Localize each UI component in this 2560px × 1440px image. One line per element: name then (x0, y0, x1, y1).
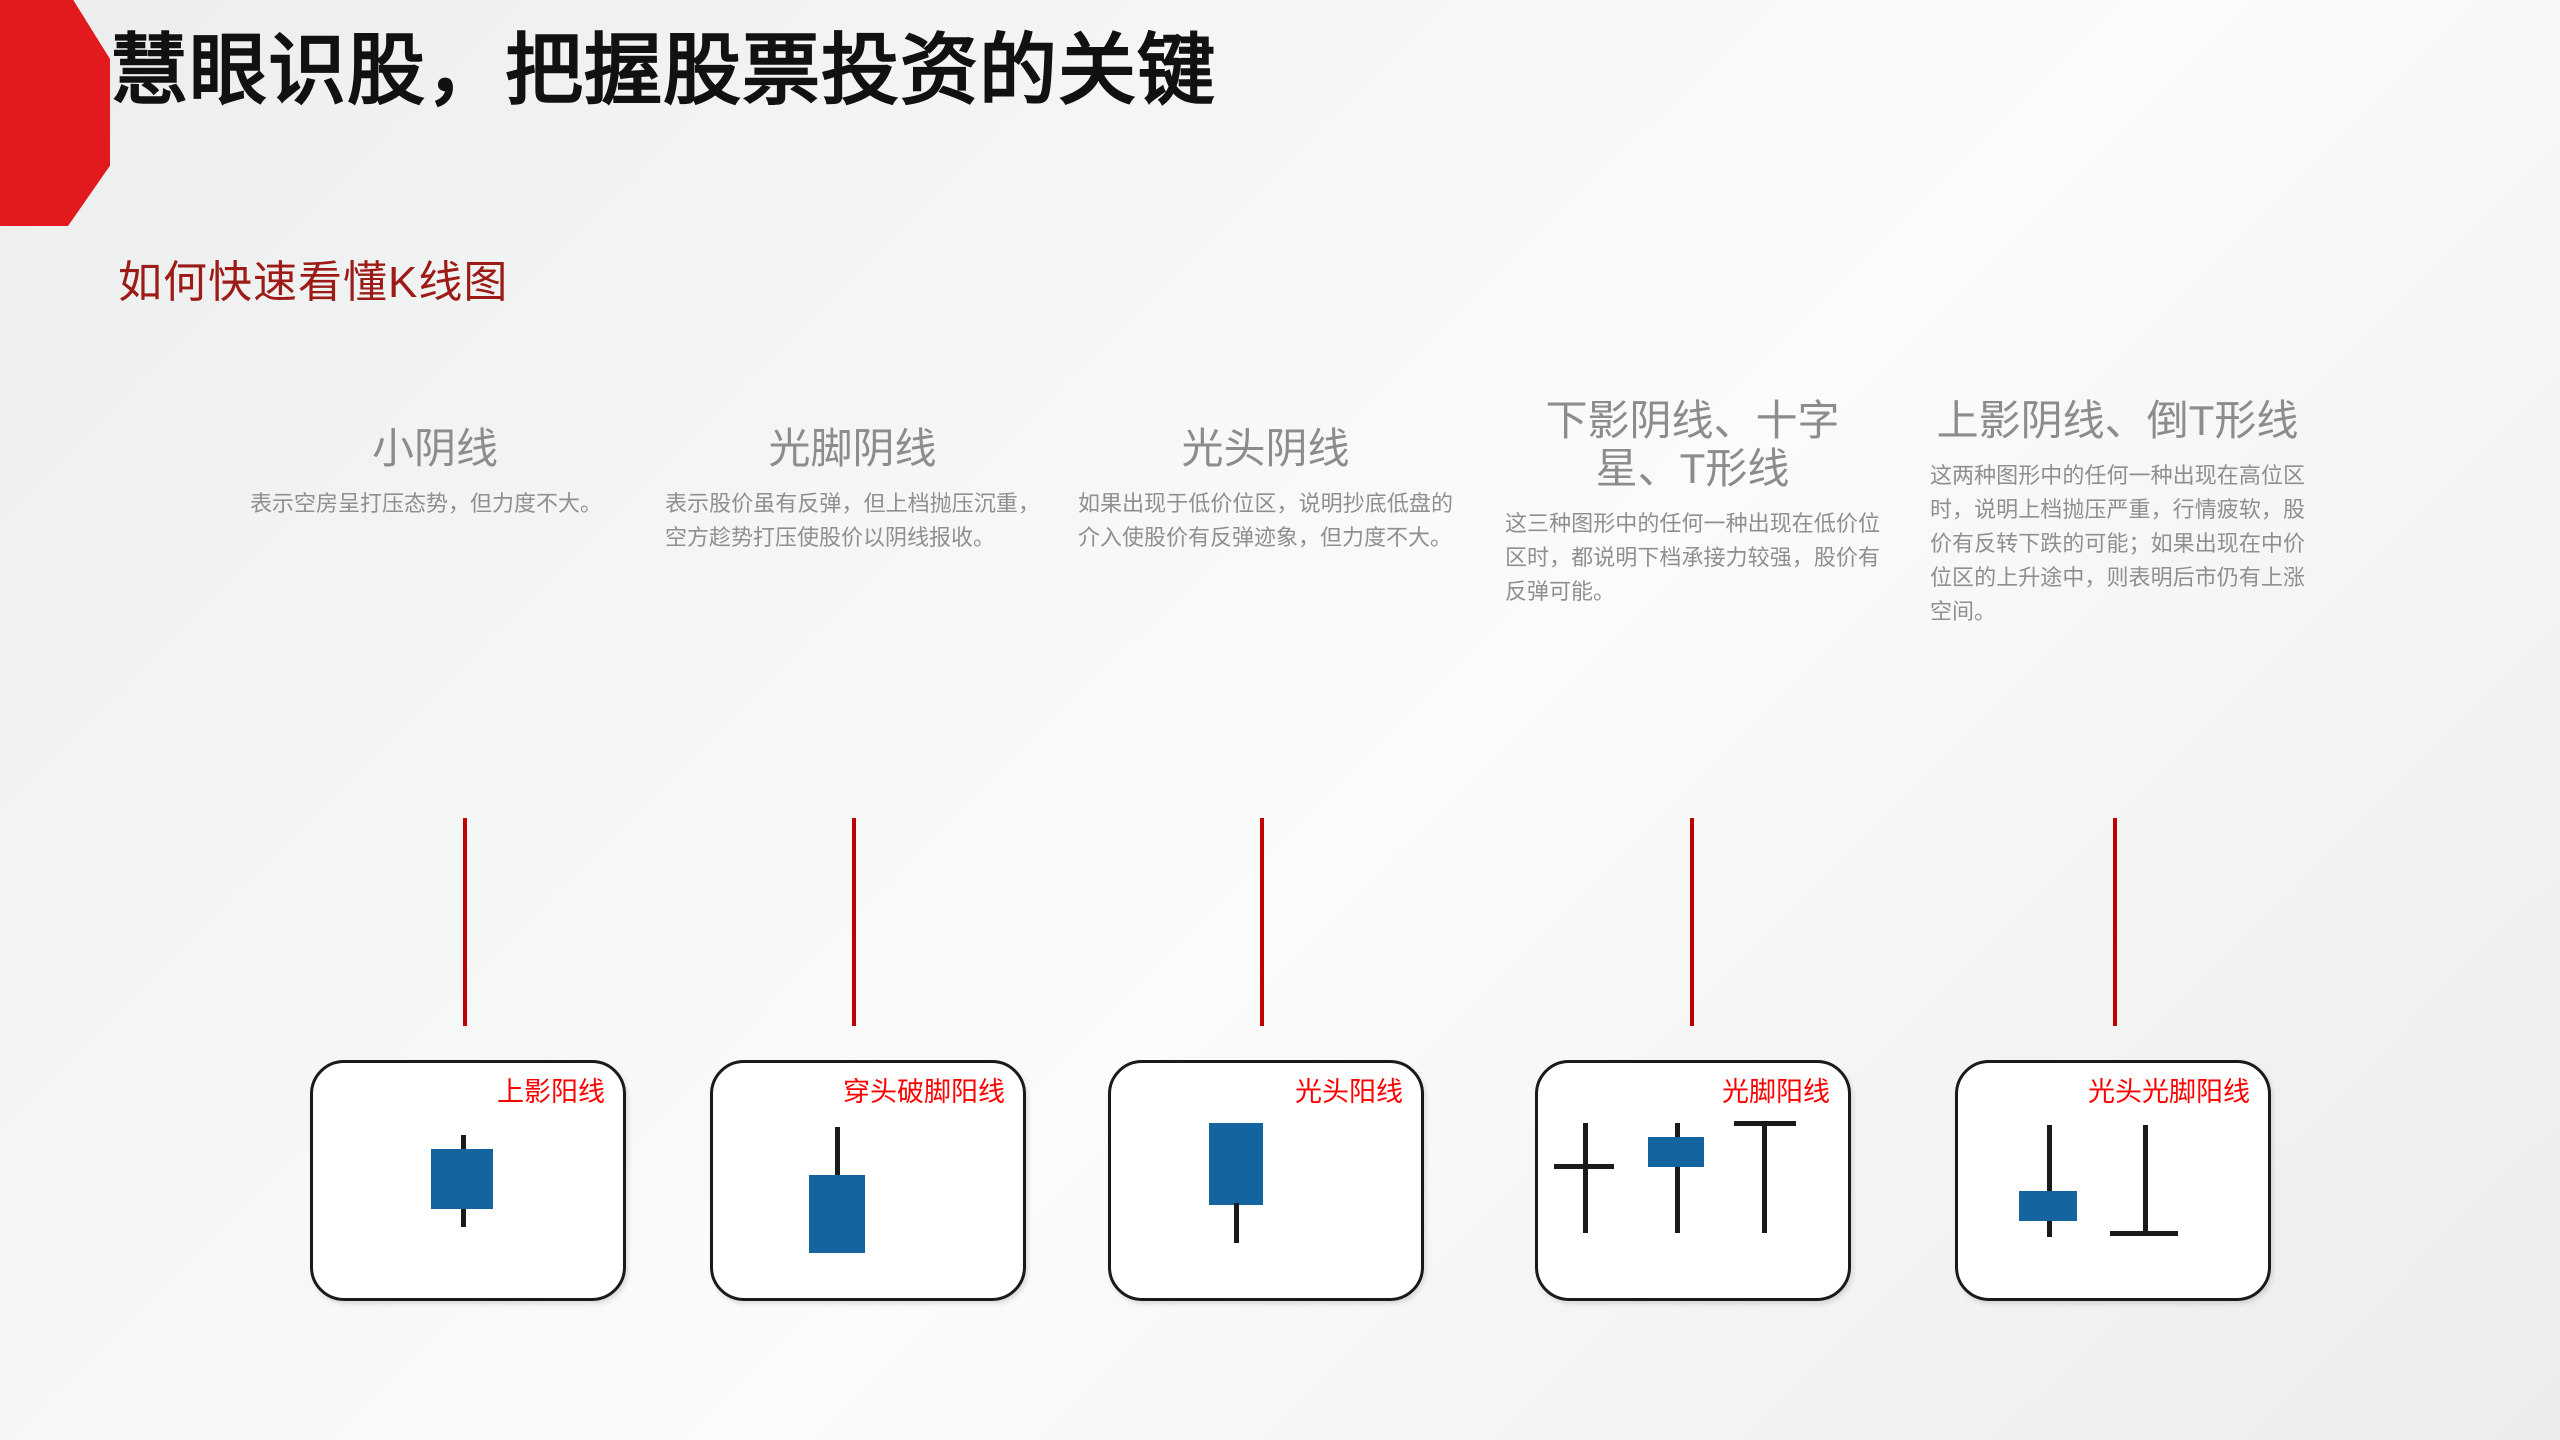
pattern-card-3-label: 光头阳线 (1295, 1077, 1403, 1107)
page-title: 慧眼识股，把握股票投资的关键 (110, 26, 1217, 114)
candle-body (809, 1175, 865, 1253)
candle-body (2019, 1191, 2077, 1221)
candle-body (1209, 1123, 1263, 1205)
column-4: 下影阴线、十字星、T形线 这三种图形中的任何一种出现在低价位区时，都说明下档承接… (1505, 397, 1880, 609)
pattern-card-1[interactable]: 上影阳线 (310, 1060, 626, 1301)
pattern-card-4[interactable]: 光脚阳线 (1535, 1060, 1851, 1301)
connector-line-5 (2113, 818, 2117, 1026)
connector-line-3 (1260, 818, 1264, 1026)
inverted-t-bottom-bar (2110, 1231, 2178, 1236)
column-4-description: 这三种图形中的任何一种出现在低价位区时，都说明下档承接力较强，股价有反弹可能。 (1505, 511, 1880, 604)
column-1-title: 小阴线 (371, 425, 498, 472)
column-5-description: 这两种图形中的任何一种出现在高位区时，说明上档抛压严重，行情疲软，股价有反转下跌… (1930, 463, 2305, 624)
candlestick-figure-3 (1111, 1119, 1421, 1294)
page-subtitle: 如何快速看懂K线图 (118, 258, 509, 307)
column-5-title: 上影阴线、倒T形线 (1936, 397, 2299, 444)
doji-horizontal-line (1554, 1164, 1614, 1169)
candlestick-figure-2 (713, 1119, 1023, 1294)
header-band: 慧眼识股，把握股票投资的关键 (0, 0, 2560, 240)
column-3: 光头阴线 如果出现于低价位区，说明抄底低盘的介入使股价有反弹迹象，但力度不大。 (1078, 425, 1453, 555)
candle-wick (1675, 1123, 1680, 1233)
column-1: 小阴线 表示空房呈打压态势，但力度不大。 (250, 425, 620, 521)
column-5: 上影阴线、倒T形线 这两种图形中的任何一种出现在高位区时，说明上档抛压严重，行情… (1930, 397, 2305, 629)
t-shape-vertical-line (1762, 1121, 1767, 1233)
pattern-card-5[interactable]: 光头光脚阳线 (1955, 1060, 2271, 1301)
candle-wick (2047, 1125, 2052, 1237)
connector-line-2 (852, 818, 856, 1026)
column-2: 光脚阴线 表示股价虽有反弹，但上档抛压沉重，空方趁势打压使股价以阴线报收。 (665, 425, 1040, 555)
column-group: 小阴线 表示空房呈打压态势，但力度不大。 光脚阴线 表示股价虽有反弹，但上档抛压… (0, 397, 2560, 825)
candlestick-figure-1 (313, 1119, 623, 1294)
candle-wick (1234, 1203, 1239, 1243)
connector-line-4 (1690, 818, 1694, 1026)
column-3-title: 光头阴线 (1181, 425, 1350, 472)
pattern-card-4-label: 光脚阳线 (1722, 1077, 1830, 1107)
column-2-title: 光脚阴线 (768, 425, 937, 472)
doji-vertical-line (1583, 1123, 1588, 1233)
pattern-card-5-label: 光头光脚阳线 (2088, 1077, 2250, 1107)
column-1-description: 表示空房呈打压态势，但力度不大。 (250, 491, 603, 516)
pattern-card-3[interactable]: 光头阳线 (1108, 1060, 1424, 1301)
pattern-card-1-label: 上影阳线 (497, 1077, 605, 1107)
pattern-card-2-label: 穿头破脚阳线 (843, 1077, 1005, 1107)
candle-wick (835, 1127, 840, 1179)
candle-body (1648, 1137, 1704, 1167)
column-4-title: 下影阴线、十字星、T形线 (1545, 397, 1840, 492)
candlestick-figure-5 (1958, 1119, 2268, 1294)
column-2-description: 表示股价虽有反弹，但上档抛压沉重，空方趁势打压使股价以阴线报收。 (665, 491, 1040, 550)
candle-body (431, 1149, 493, 1209)
brand-accent-shape (0, 0, 110, 226)
inverted-t-vertical-line (2143, 1125, 2148, 1235)
column-3-description: 如果出现于低价位区，说明抄底低盘的介入使股价有反弹迹象，但力度不大。 (1078, 491, 1453, 550)
candlestick-figure-4 (1538, 1119, 1848, 1294)
connector-line-1 (463, 818, 467, 1026)
pattern-card-2[interactable]: 穿头破脚阳线 (710, 1060, 1026, 1301)
